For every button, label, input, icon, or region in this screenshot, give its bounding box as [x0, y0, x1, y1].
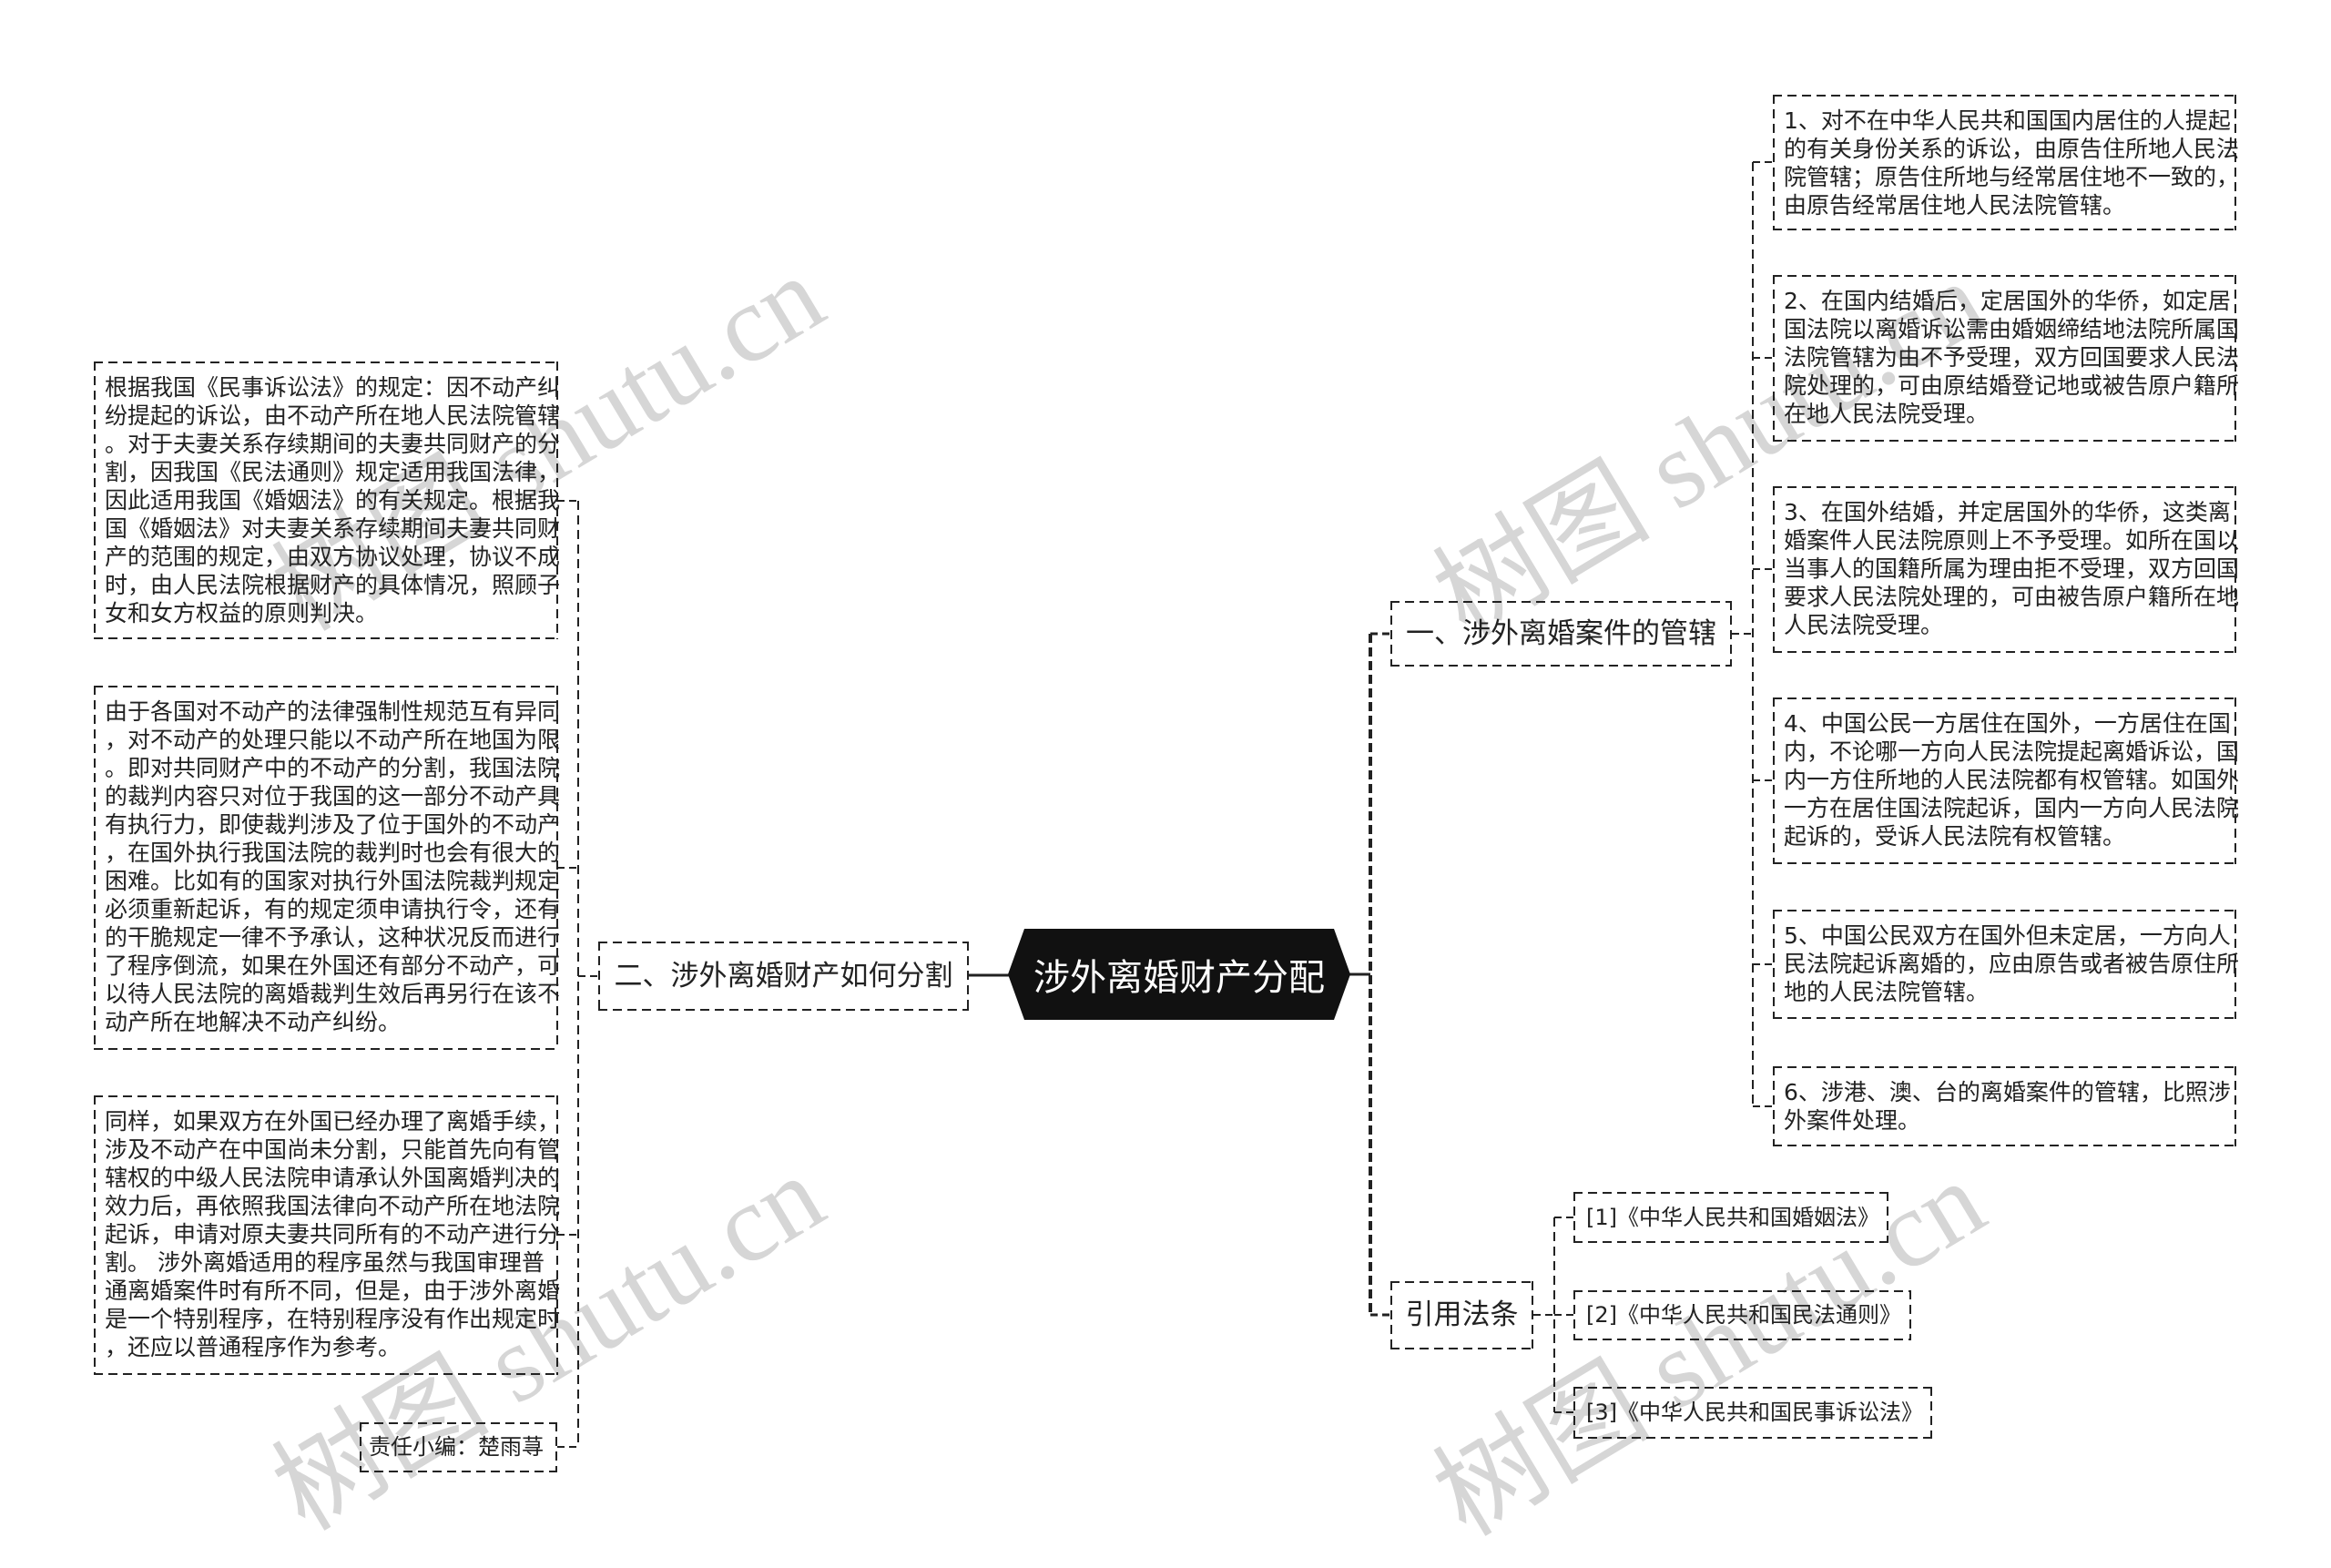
note-line: ，在国外执行我国法院的裁判时也会有很大的: [105, 840, 561, 866]
note-line: 产的范围的规定，由双方协议处理，协议不成: [105, 544, 561, 570]
rule-line: 1、对不在中华人民共和国国内居住的人提起: [1784, 107, 2231, 134]
note-line: 辖权的中级人民法院申请承认外国离婚判决的: [105, 1165, 561, 1191]
note-line: 的干脆规定一律不予承认，这种状况反而进行: [105, 924, 561, 951]
rule-line: 地的人民法院管辖。: [1784, 979, 1990, 1005]
rule-line: 由原告经常居住地人民法院管辖。: [1784, 192, 2126, 219]
topic-jurisdiction: 一、涉外离婚案件的管辖: [1390, 601, 1732, 667]
note-line: 因此适用我国《婚姻法》的有关规定。根据我: [105, 487, 561, 514]
note-line: 了程序倒流，如果在外国还有部分不动产，可: [105, 952, 561, 979]
rule-line: 起诉的，受诉人民法院有权管辖。: [1784, 823, 2126, 850]
topic-property-division: 二、涉外离婚财产如何分割: [598, 942, 969, 1011]
rule-line: 院管辖；原告住所地与经常居住地不一致的，: [1784, 164, 2240, 190]
citation-2: [2]《中华人民共和国民法通则》: [1573, 1290, 1911, 1340]
topic-citations: 引用法条: [1390, 1281, 1533, 1349]
note-line: 割，因我国《民法通则》规定适用我国法律，: [105, 459, 561, 485]
rule-line: 民法院起诉离婚的，应由原告或者被告原住所: [1784, 951, 2240, 977]
jurisdiction-rule-3: 3、在国外结婚，并定居国外的华侨，这类离 婚案件人民法院原则上不予受理。如所在国…: [1773, 486, 2240, 653]
rule-line: 在地人民法院受理。: [1784, 401, 1990, 427]
note-line: 有执行力，即使裁判涉及了位于国外的不动产: [105, 811, 561, 838]
note-line: 是一个特别程序，在特别程序没有作出规定时: [105, 1306, 561, 1332]
property-note-2: 由于各国对不动产的法律强制性规范互有异同 ，对不动产的处理只能以不动产所在地国为…: [94, 686, 561, 1050]
note-line: 时，由人民法院根据财产的具体情况，照顾子: [105, 572, 561, 598]
rule-line: 院处理的，可由原结婚登记地或被告原户籍所: [1784, 372, 2240, 399]
citation-text: [2]《中华人民共和国民法通则》: [1586, 1302, 1901, 1328]
property-note-1: 根据我国《民事诉讼法》的规定：因不动产纠 纷提起的诉讼，由不动产所在地人民法院管…: [94, 361, 561, 639]
note-line: 困难。比如有的国家对执行外国法院裁判规定: [105, 868, 561, 894]
citation-3: [3]《中华人民共和国民事诉讼法》: [1573, 1387, 1932, 1439]
note-line: 动产所在地解决不动产纠纷。: [105, 1009, 402, 1035]
jurisdiction-rule-2: 2、在国内结婚后，定居国外的华侨，如定居 国法院以离婚诉讼需由婚姻缔结地法院所属…: [1773, 275, 2240, 442]
note-line: 效力后，再依照我国法律向不动产所在地法院: [105, 1193, 561, 1219]
topic-label: 一、涉外离婚案件的管辖: [1406, 616, 1716, 650]
note-line: 纷提起的诉讼，由不动产所在地人民法院管辖: [105, 402, 561, 429]
jurisdiction-rule-5: 5、中国公民双方在国外但未定居，一方向人 民法院起诉离婚的，应由原告或者被告原住…: [1773, 910, 2240, 1019]
editor-note: 责任小编：楚雨荨: [360, 1422, 557, 1472]
root-topic: 涉外离婚财产分配: [1008, 929, 1350, 1020]
note-line: 。即对共同财产中的不动产的分割，我国法院: [105, 755, 561, 781]
note-line: 根据我国《民事诉讼法》的规定：因不动产纠: [105, 374, 561, 401]
rule-line: 婚案件人民法院原则上不予受理。如所在国以: [1784, 527, 2240, 554]
jurisdiction-rule-4: 4、中国公民一方居住在国外，一方居住在国 内，不论哪一方向人民法院提起离婚诉讼，…: [1773, 697, 2240, 864]
citation-text: [1]《中华人民共和国婚姻法》: [1586, 1204, 1879, 1230]
note-line: 女和女方权益的原则判决。: [105, 600, 379, 626]
rule-line: 人民法院受理。: [1784, 612, 1944, 638]
rule-line: 内一方住所地的人民法院都有权管辖。如国外: [1784, 767, 2240, 793]
note-line: 以待人民法院的离婚裁判生效后再另行在该不: [105, 981, 561, 1007]
note-line: 国《婚姻法》对夫妻关系存续期间夫妻共同财: [105, 515, 561, 542]
rule-line: 国法院以离婚诉讼需由婚姻缔结地法院所属国: [1784, 316, 2240, 342]
rule-line: 法院管辖为由不予受理，双方回国要求人民法: [1784, 344, 2240, 371]
rule-line: 6、涉港、澳、台的离婚案件的管辖，比照涉: [1784, 1079, 2231, 1105]
note-line: ，还应以普通程序作为参考。: [105, 1334, 402, 1360]
topic-label: 引用法条: [1405, 1298, 1519, 1331]
rule-line: 当事人的国籍所属为理由拒不受理，双方回国: [1784, 555, 2240, 582]
note-line: 同样，如果双方在外国已经办理了离婚手续，: [105, 1108, 561, 1135]
rule-line: 外案件处理。: [1784, 1107, 1921, 1134]
rule-line: 2、在国内结婚后，定居国外的华侨，如定居: [1784, 288, 2231, 314]
property-note-3: 同样，如果双方在外国已经办理了离婚手续， 涉及不动产在中国尚未分割，只能首先向有…: [94, 1095, 561, 1375]
citation-1: [1]《中华人民共和国婚姻法》: [1573, 1192, 1888, 1243]
note-line: 的裁判内容只对位于我国的这一部分不动产具: [105, 783, 561, 809]
citation-text: [3]《中华人民共和国民事诉讼法》: [1586, 1400, 1923, 1425]
note-line: 通离婚案件时有所不同，但是，由于涉外离婚: [105, 1278, 561, 1304]
rule-line: 3、在国外结婚，并定居国外的华侨，这类离: [1784, 499, 2231, 525]
note-line: 由于各国对不动产的法律强制性规范互有异同: [105, 698, 561, 725]
rule-line: 要求人民法院处理的，可由被告原户籍所在地: [1784, 584, 2240, 610]
note-line: 起诉，申请对原夫妻共同所有的不动产进行分: [105, 1221, 561, 1247]
rule-line: 一方在居住国法院起诉，国内一方向人民法院: [1784, 795, 2240, 821]
note-line: 必须重新起诉，有的规定须申请执行令，还有: [105, 896, 561, 922]
jurisdiction-rule-1: 1、对不在中华人民共和国国内居住的人提起 的有关身份关系的诉讼，由原告住所地人民…: [1773, 95, 2240, 230]
rule-line: 4、中国公民一方居住在国外，一方居住在国: [1784, 710, 2231, 737]
topic-label: 二、涉外离婚财产如何分割: [614, 959, 953, 993]
rule-line: 的有关身份关系的诉讼，由原告住所地人民法: [1784, 136, 2240, 162]
note-line: 涉及不动产在中国尚未分割，只能首先向有管: [105, 1136, 561, 1163]
editor-note-text: 责任小编：楚雨荨: [369, 1434, 544, 1460]
note-line: ，对不动产的处理只能以不动产所在地国为限: [105, 727, 561, 753]
root-topic-label: 涉外离婚财产分配: [1033, 957, 1325, 999]
note-line: 。对于夫妻关系存续期间的夫妻共同财产的分: [105, 431, 561, 457]
rule-line: 5、中国公民双方在国外但未定居，一方向人: [1784, 922, 2231, 949]
note-line: 割。 涉外离婚适用的程序虽然与我国审理普: [105, 1249, 545, 1276]
rule-line: 内，不论哪一方向人民法院提起离婚诉讼，国: [1784, 738, 2240, 765]
jurisdiction-rule-6: 6、涉港、澳、台的离婚案件的管辖，比照涉 外案件处理。: [1773, 1066, 2236, 1146]
